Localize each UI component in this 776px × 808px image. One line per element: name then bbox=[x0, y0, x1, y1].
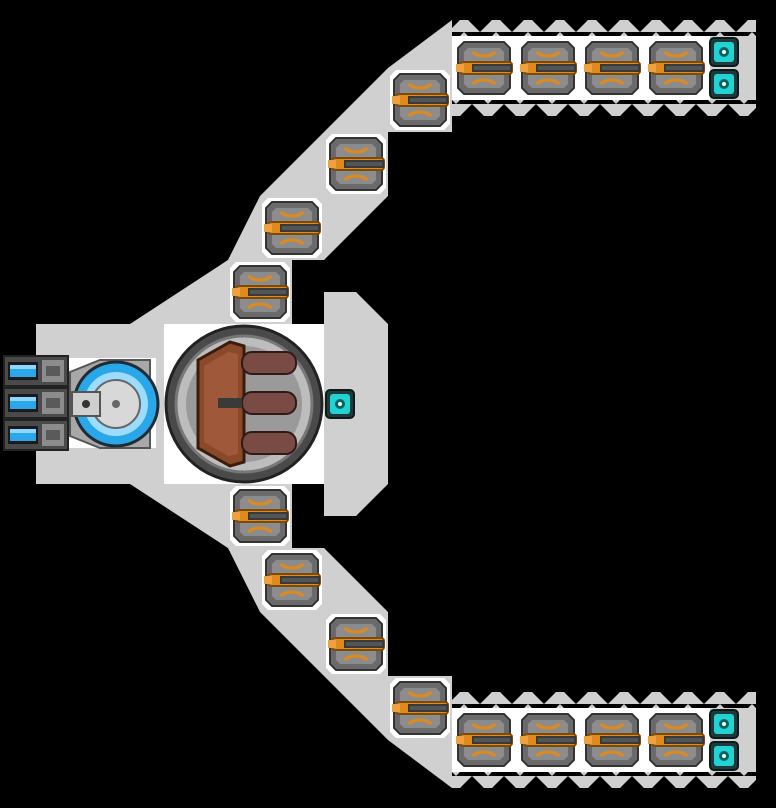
orange-cannon-icon[interactable] bbox=[388, 68, 452, 132]
orange-cannon-icon[interactable] bbox=[228, 484, 292, 548]
orange-cannon-icon[interactable] bbox=[260, 196, 324, 260]
reactor-core-icon[interactable] bbox=[164, 324, 324, 484]
cyan-shield-node-icon[interactable] bbox=[709, 69, 739, 99]
orange-cannon-icon[interactable] bbox=[516, 36, 580, 100]
blue-thruster-icon[interactable] bbox=[3, 387, 69, 419]
orange-cannon-icon[interactable] bbox=[228, 260, 292, 324]
orange-cannon-icon[interactable] bbox=[388, 676, 452, 740]
orange-cannon-icon[interactable] bbox=[644, 708, 708, 772]
orange-cannon-icon[interactable] bbox=[580, 708, 644, 772]
blue-thruster-icon[interactable] bbox=[3, 419, 69, 451]
orange-cannon-icon[interactable] bbox=[644, 36, 708, 100]
cockpit-icon[interactable] bbox=[64, 358, 160, 449]
top-arm-edge-lower bbox=[452, 100, 756, 116]
blue-thruster-icon[interactable] bbox=[3, 355, 69, 387]
cyan-shield-node-icon[interactable] bbox=[709, 709, 739, 739]
orange-cannon-icon[interactable] bbox=[516, 708, 580, 772]
bottom-arm-edge-lower bbox=[452, 772, 756, 788]
orange-cannon-icon[interactable] bbox=[452, 708, 516, 772]
orange-cannon-icon[interactable] bbox=[260, 548, 324, 612]
cyan-shield-node-icon[interactable] bbox=[709, 741, 739, 771]
cyan-shield-node-icon[interactable] bbox=[325, 389, 355, 419]
bottom-arm-edge bbox=[452, 692, 756, 708]
orange-cannon-icon[interactable] bbox=[324, 612, 388, 676]
top-arm-edge bbox=[452, 20, 756, 36]
orange-cannon-icon[interactable] bbox=[324, 132, 388, 196]
cyan-shield-node-icon[interactable] bbox=[709, 37, 739, 67]
orange-cannon-icon[interactable] bbox=[452, 36, 516, 100]
orange-cannon-icon[interactable] bbox=[580, 36, 644, 100]
